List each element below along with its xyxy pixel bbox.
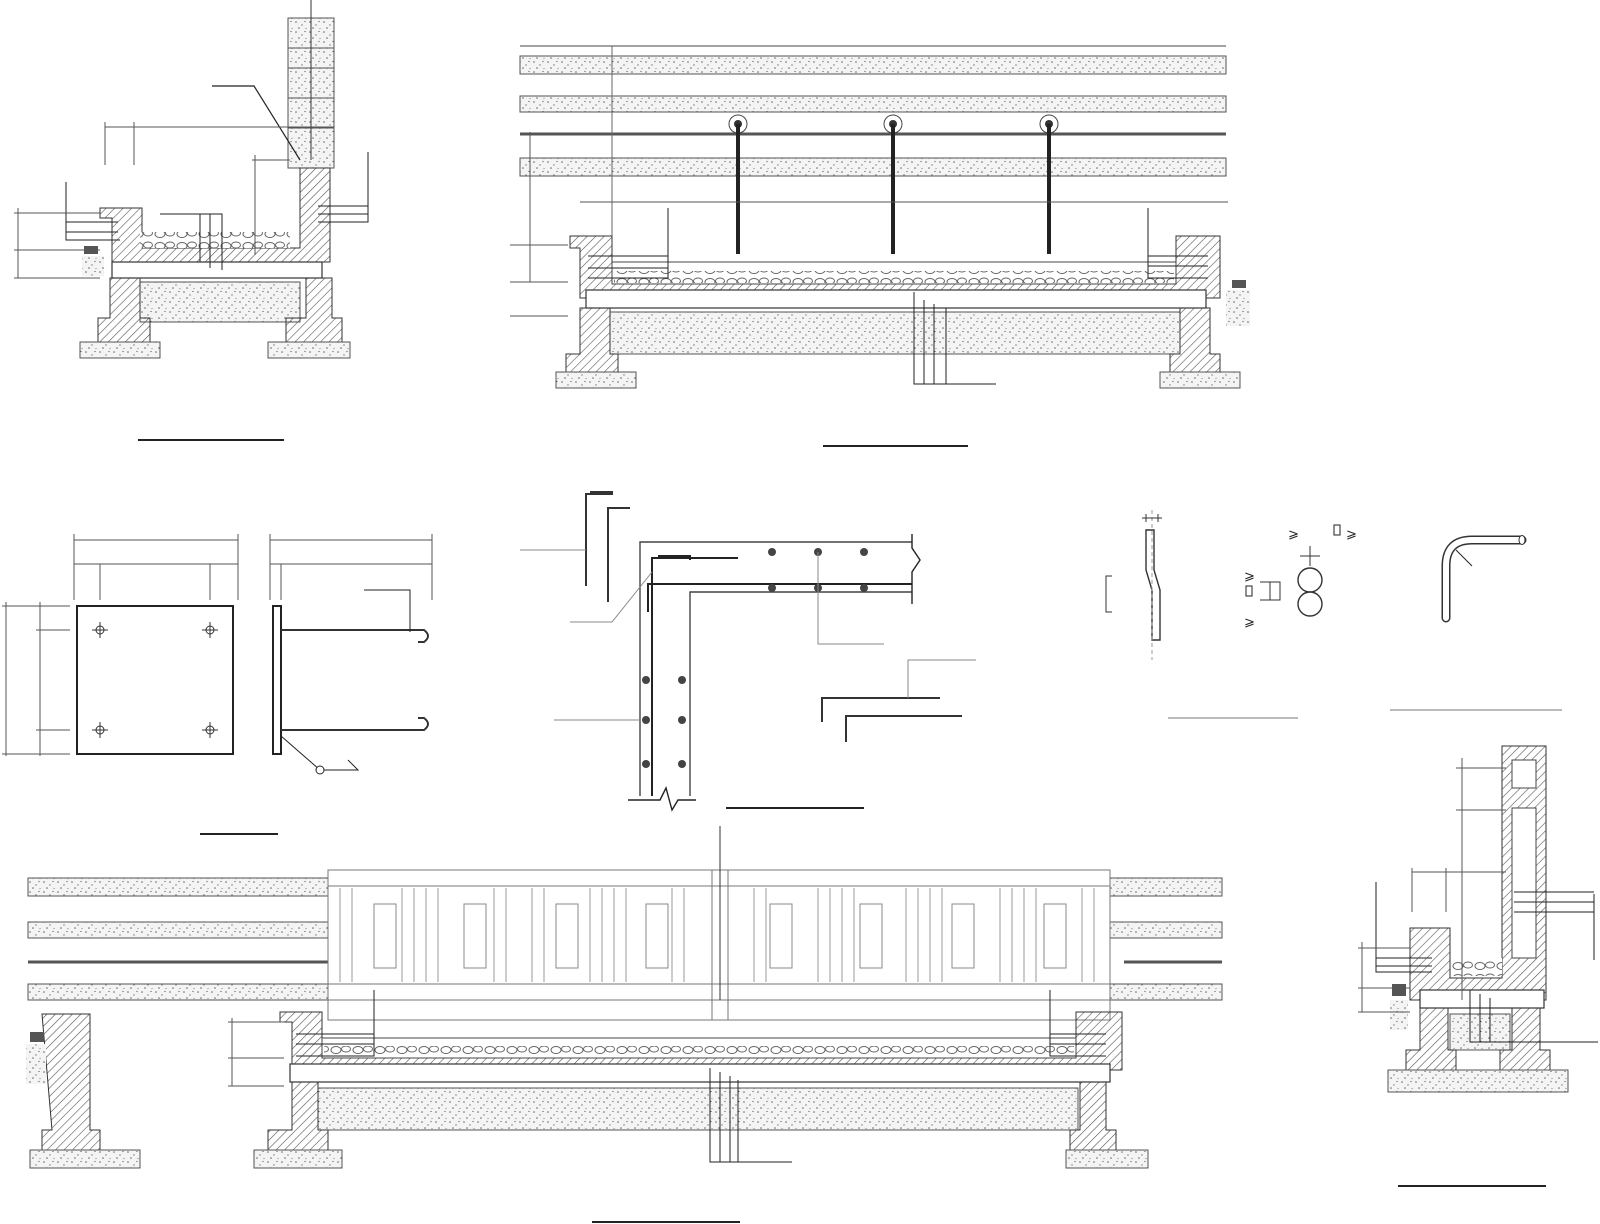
weld-mark-2: ⩾ bbox=[1346, 527, 1357, 542]
footing-right bbox=[285, 277, 343, 343]
section-top-long-view bbox=[510, 45, 1250, 447]
embedded-plate-view bbox=[2, 534, 433, 835]
weld-mark-4: ⩾ bbox=[1244, 615, 1255, 630]
section-right-view bbox=[1358, 745, 1598, 1187]
reinforcement-corner-view bbox=[520, 491, 976, 812]
weld-mark-1: ⩾ bbox=[1288, 527, 1299, 542]
grille-panels bbox=[373, 903, 1067, 969]
rebar-dots bbox=[642, 548, 868, 768]
weld-mark-3: ⩾ bbox=[1244, 569, 1255, 584]
hanger-rods bbox=[728, 114, 1059, 254]
grille-panel bbox=[327, 869, 1111, 1021]
plate-face bbox=[76, 605, 234, 755]
weld-details-view: ⩾ ⩾ ⩾ ⩾ bbox=[1105, 510, 1562, 719]
plate-side bbox=[272, 605, 282, 755]
grille-bars bbox=[339, 888, 1095, 982]
base-slab bbox=[111, 261, 323, 279]
section-bottom-long-view bbox=[26, 826, 1223, 1223]
section-left-view bbox=[14, 0, 369, 441]
